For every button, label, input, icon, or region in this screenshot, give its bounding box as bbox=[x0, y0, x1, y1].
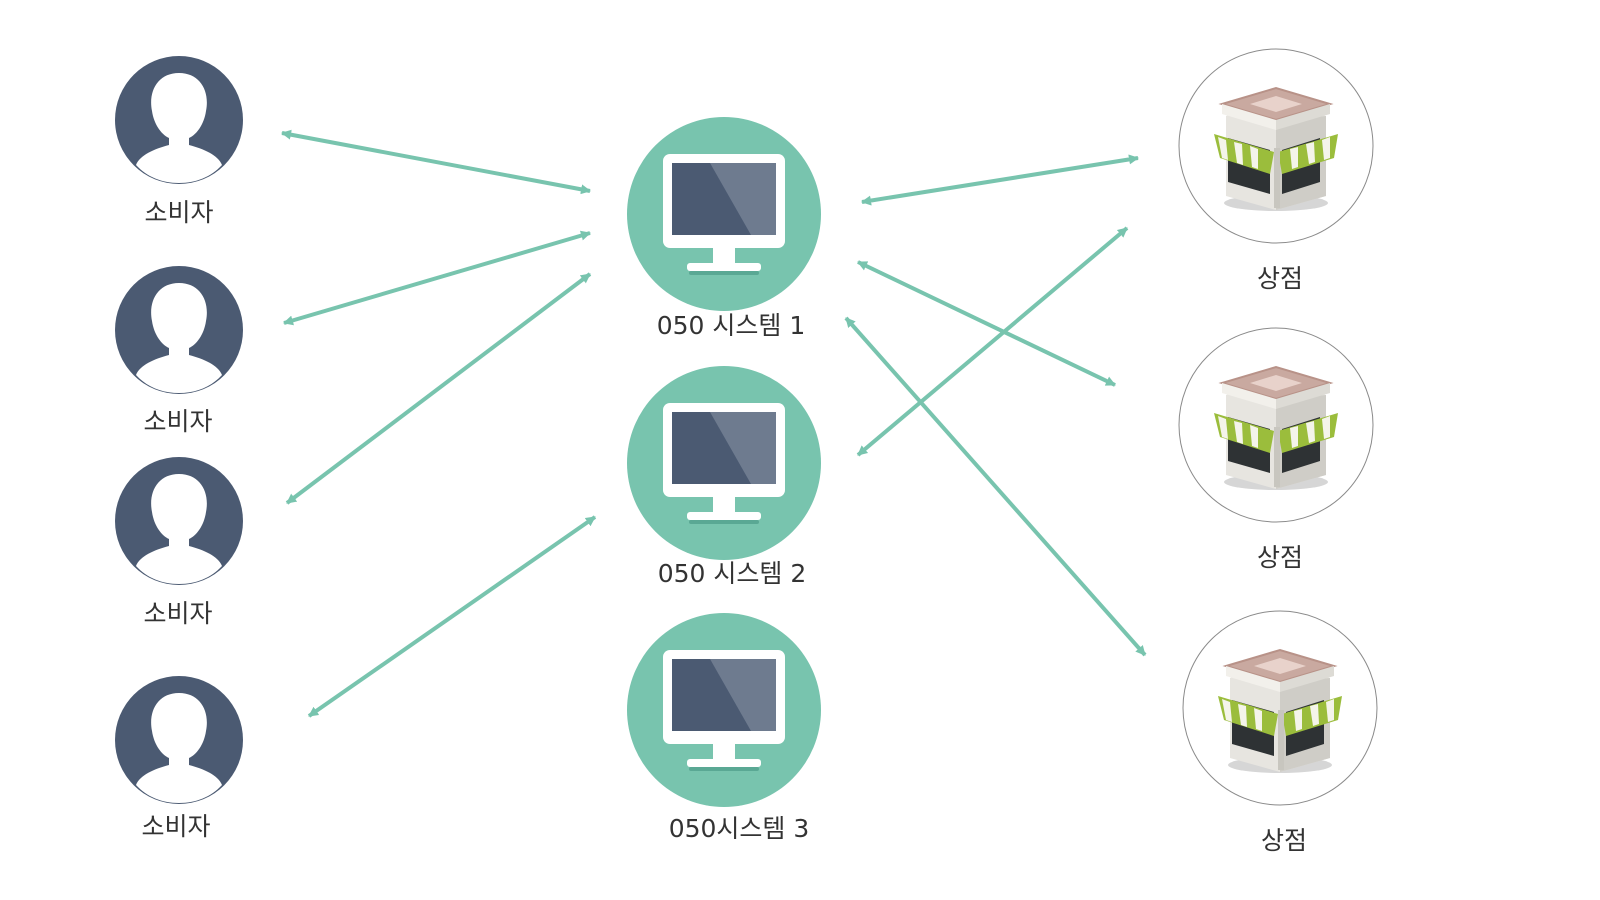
person-icon bbox=[115, 56, 243, 184]
storefront-icon bbox=[1182, 610, 1378, 806]
connector-system1-store1 bbox=[861, 154, 1139, 206]
storefront-icon bbox=[1178, 48, 1374, 244]
store-label: 상점 bbox=[1260, 826, 1308, 855]
monitor-icon bbox=[627, 117, 821, 311]
person-icon bbox=[115, 266, 243, 394]
connector-consumer1-system1 bbox=[281, 129, 591, 195]
store-label: 상점 bbox=[1256, 543, 1304, 572]
consumer-label: 소비자 bbox=[143, 407, 213, 436]
system-label: 050 시스템 1 bbox=[656, 311, 806, 340]
monitor-icon bbox=[627, 366, 821, 560]
consumer-label: 소비자 bbox=[143, 599, 213, 628]
connector-system2-store1 bbox=[856, 226, 1129, 457]
system-label: 050 시스템 2 bbox=[657, 559, 807, 588]
consumer-label: 소비자 bbox=[141, 812, 211, 841]
person-icon bbox=[115, 457, 243, 585]
system-label: 050시스템 3 bbox=[668, 814, 810, 843]
connector-lines bbox=[281, 129, 1147, 718]
connector-system1-store3 bbox=[844, 316, 1147, 657]
connector-consumer3-system1 bbox=[285, 272, 592, 505]
connector-system1-store2 bbox=[857, 260, 1116, 387]
connector-consumer4-system2 bbox=[307, 515, 597, 718]
storefront-icon bbox=[1178, 327, 1374, 523]
consumer-label: 소비자 bbox=[144, 198, 214, 227]
store-label: 상점 bbox=[1256, 264, 1304, 293]
person-icon bbox=[115, 676, 243, 804]
monitor-icon bbox=[627, 613, 821, 807]
